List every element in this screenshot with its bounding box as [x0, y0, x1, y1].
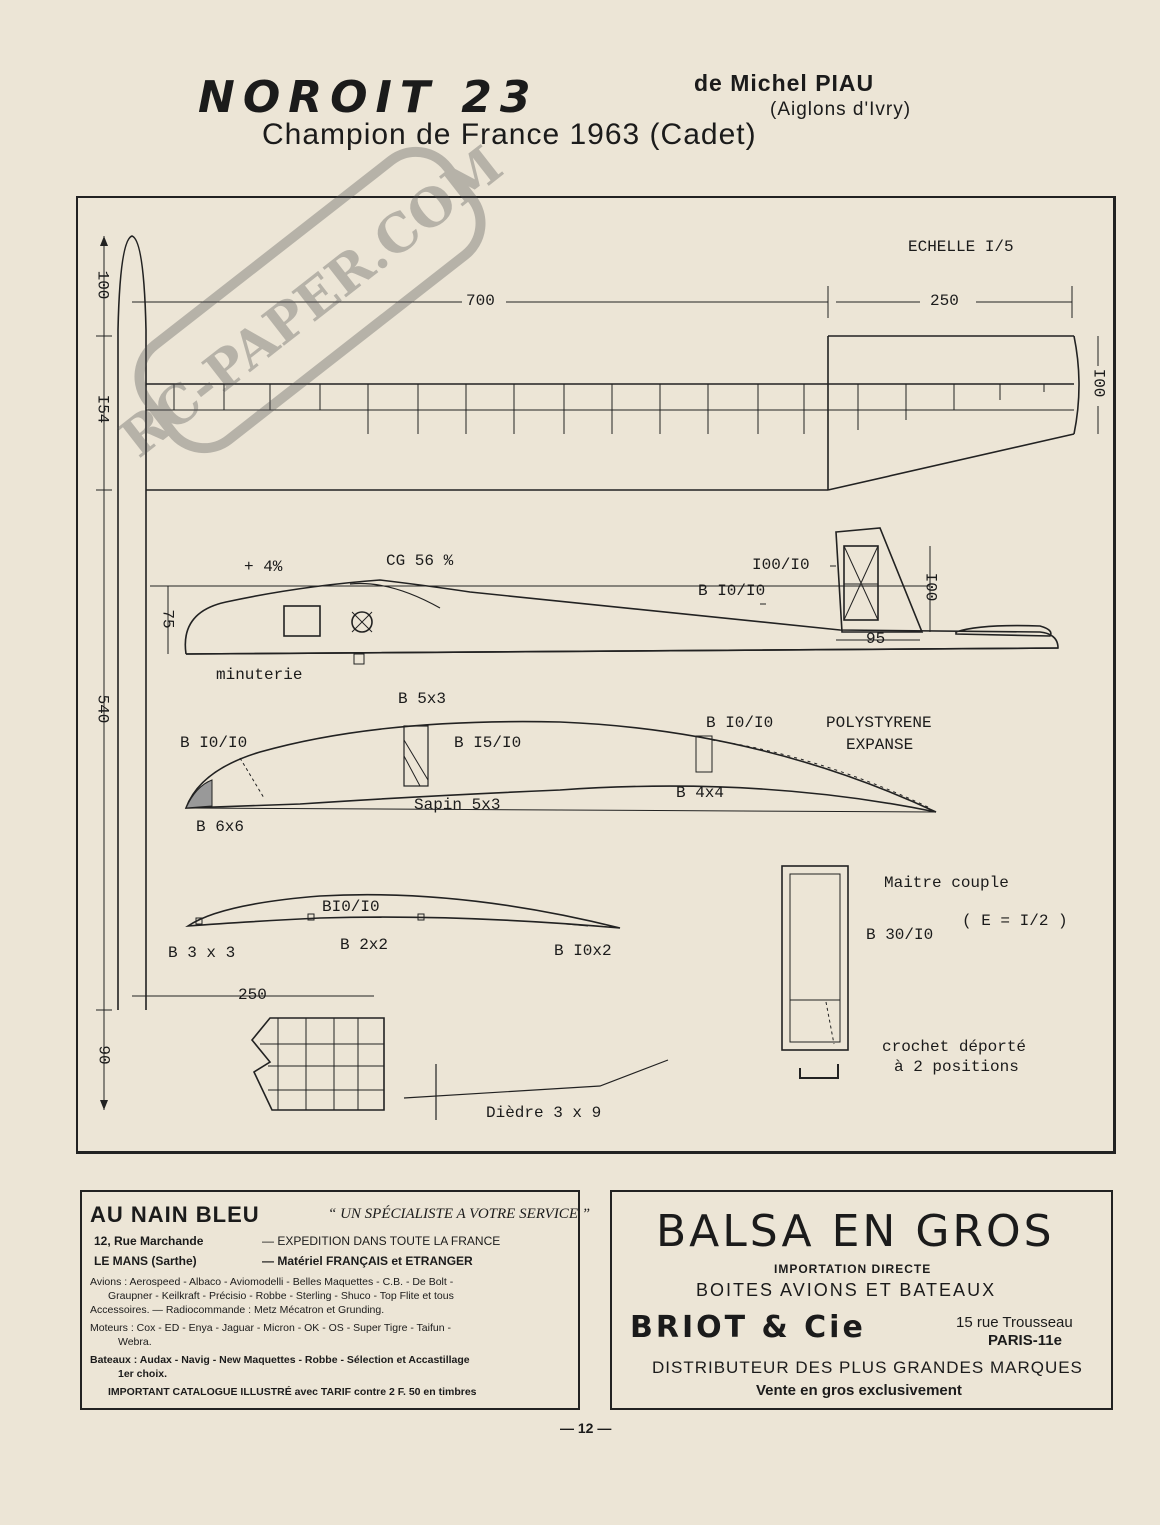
stab-le: B 3 x 3	[168, 944, 236, 962]
dim-250-stab: 250	[238, 986, 267, 1004]
stab-rib: BI0/I0	[322, 898, 380, 916]
master-frame-title: Maitre couple	[884, 874, 1009, 892]
plan-frame	[76, 196, 1116, 1154]
dihedral-sketch	[403, 1059, 669, 1120]
nain-bleu-address-2: LE MANS (Sarthe)	[94, 1254, 197, 1268]
briot-city: PARIS-11e	[988, 1332, 1062, 1349]
dim-540: 540	[93, 694, 112, 724]
foam-label-1: POLYSTYRENE	[826, 714, 932, 732]
stab-planform	[132, 995, 385, 1111]
dihedral-percent: + 4%	[244, 558, 283, 576]
boom-label: B I0/I0	[698, 582, 766, 600]
master-frame-scale: ( E = I/2 )	[962, 912, 1068, 930]
nain-bleu-bateaux-1: Bateaux : Audax - Navig - New Maquettes …	[90, 1354, 470, 1366]
subtitle: Champion de France 1963 (Cadet)	[262, 118, 757, 151]
nain-bleu-moteurs-2: Webra.	[118, 1336, 152, 1348]
page-number: — 12 —	[560, 1420, 612, 1436]
fin-label: I00/I0	[752, 556, 810, 574]
dim-90: 90	[94, 1045, 113, 1065]
nain-bleu-catalogue: IMPORTANT CATALOGUE ILLUSTRÉ avec TARIF …	[108, 1386, 477, 1398]
stab-section	[185, 893, 621, 929]
foam-label-2: EXPANSE	[846, 736, 914, 754]
nain-bleu-materials: — Matériel FRANÇAIS et ETRANGER	[262, 1254, 473, 1268]
hook-label-2: à 2 positions	[894, 1058, 1019, 1076]
ad-briot: BALSA EN GROS IMPORTATION DIRECTE BOITES…	[610, 1190, 1113, 1410]
nain-bleu-slogan: “ UN SPÉCIALISTE A VOTRE SERVICE ”	[328, 1206, 591, 1222]
stab-spar: B 2x2	[340, 936, 389, 954]
cg-label: CG 56 %	[386, 552, 454, 570]
dihedral-label: Dièdre 3 x 9	[486, 1104, 602, 1122]
timer-label: minuterie	[216, 666, 303, 684]
briot-distributor: DISTRIBUTEUR DES PLUS GRANDES MARQUES	[652, 1358, 1083, 1377]
wing-planform	[146, 335, 1080, 491]
wing-le-block: B 6x6	[196, 818, 245, 836]
dim-100-tip: I00	[1089, 368, 1108, 398]
rc-paper-watermark: RC-PAPER.COM	[109, 134, 514, 469]
nain-bleu-bateaux-2: 1er choix.	[118, 1368, 168, 1380]
plan-title: NOROIT 23	[198, 72, 539, 123]
wing-te-spar: B 4x4	[676, 784, 725, 802]
briot-street: 15 rue Trousseau	[956, 1314, 1073, 1331]
nain-bleu-avions-1: Avions : Aerospeed - Albaco - Aviomodell…	[90, 1276, 454, 1288]
briot-wholesale: Vente en gros exclusivement	[756, 1382, 962, 1399]
dim-95: 95	[866, 630, 886, 648]
dim-100-fin: I00	[921, 572, 940, 602]
wing-top-spar: B 5x3	[398, 690, 447, 708]
fuselage-outline	[117, 235, 147, 1010]
wing-le-spar: B I0/I0	[180, 734, 248, 752]
nain-bleu-shipping: — EXPEDITION DANS TOUTE LA FRANCE	[262, 1234, 501, 1248]
master-frame-material: B 30/I0	[866, 926, 934, 944]
ad-nain-bleu: AU NAIN BLEU “ UN SPÉCIALISTE A VOTRE SE…	[80, 1190, 590, 1410]
stab-te: B I0x2	[554, 942, 612, 960]
dim-250-top: 250	[930, 292, 959, 310]
briot-boxes: BOITES AVIONS ET BATEAUX	[696, 1280, 997, 1300]
wing-rear-spar: B I0/I0	[706, 714, 774, 732]
watermark-text: RC-PAPER.COM	[109, 134, 514, 469]
author: de Michel PIAU	[694, 70, 875, 96]
dim-75: 75	[158, 609, 177, 629]
dim-700: 700	[466, 292, 495, 310]
wing-mid: B I5/I0	[454, 734, 522, 752]
fuselage-side-view	[150, 527, 1059, 665]
briot-import: IMPORTATION DIRECTE	[774, 1262, 932, 1276]
briot-company: BRIOT & Cie	[630, 1310, 866, 1345]
nain-bleu-avions-3: Accessoires. — Radiocommande : Metz Méca…	[90, 1304, 385, 1316]
nain-bleu-avions-2: Graupner - Keilkraft - Précisio - Robbe …	[108, 1290, 454, 1302]
nain-bleu-name: AU NAIN BLEU	[90, 1202, 260, 1227]
master-frame	[781, 865, 849, 1079]
club: (Aiglons d'Ivry)	[770, 99, 912, 120]
wing-main-spar: Sapin 5x3	[414, 796, 501, 814]
nain-bleu-moteurs-1: Moteurs : Cox - ED - Enya - Jaguar - Mic…	[90, 1322, 451, 1334]
wing-section	[184, 720, 937, 813]
hook-label-1: crochet déporté	[882, 1038, 1027, 1056]
briot-headline: BALSA EN GROS	[656, 1206, 1055, 1257]
nain-bleu-address-1: 12, Rue Marchande	[94, 1234, 204, 1248]
scale-label: ECHELLE I/5	[908, 238, 1014, 256]
